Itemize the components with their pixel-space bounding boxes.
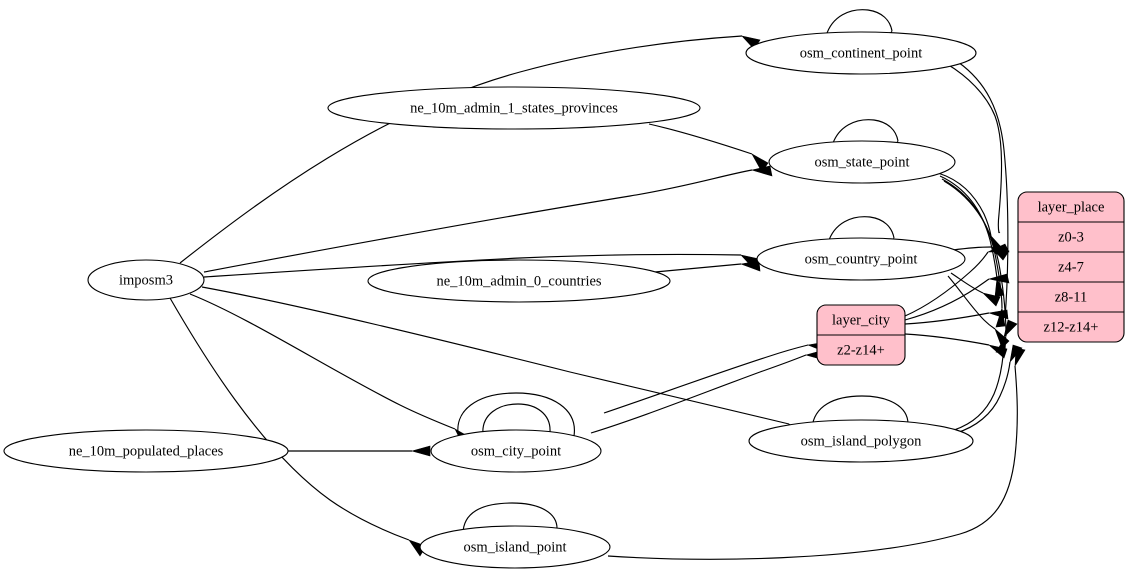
record-node-layer-city[interactable]: layer_city z2-z14+ <box>816 304 906 366</box>
node-osm-city-point[interactable]: osm_city_point <box>430 429 602 473</box>
node-label-osm-island-point: osm_island_point <box>463 539 566 555</box>
node-osm-island-point[interactable]: osm_island_point <box>419 525 611 569</box>
node-osm-island-polygon[interactable]: osm_island_polygon <box>748 419 974 463</box>
node-label-osm-city-point: osm_city_point <box>471 443 561 459</box>
edge-ne-countries-to-osm-country-point <box>654 260 761 273</box>
edge-ne-places-to-osm-city-point <box>288 445 431 457</box>
node-osm-state-point[interactable]: osm_state_point <box>768 140 956 184</box>
node-label-osm-state-point: osm_state_point <box>814 154 909 170</box>
edge-osm-continent-point-to-layer-place-z0-3 <box>946 63 1003 234</box>
edge-osm-island-point-to-layer-place-z12-z14 <box>607 347 1026 560</box>
node-imposm3[interactable]: imposm3 <box>87 259 205 301</box>
edge-ne-states-to-osm-state-point <box>648 123 769 173</box>
edge-layer-city-to-layer-place-z8-11 <box>904 309 1009 325</box>
edge-osm-island-polygon-to-layer-place-z8-11 <box>953 319 1018 431</box>
record-row-layer-place-z0-3[interactable]: z0-3 <box>1058 229 1084 245</box>
edge-osm-country-point-to-layer-place-z12-z14 <box>947 275 1010 349</box>
record-node-layer-place[interactable]: layer_place z0-3 z4-7 z8-11 z12-z14+ <box>1017 191 1125 343</box>
record-row-layer-city-title: layer_city <box>832 312 891 328</box>
node-label-osm-country-point: osm_country_point <box>805 251 918 267</box>
node-ne-10m-admin-1-states-provinces[interactable]: ne_10m_admin_1_states_provinces <box>327 86 701 130</box>
node-label-ne-states: ne_10m_admin_1_states_provinces <box>410 100 618 116</box>
record-layer: layer_place z0-3 z4-7 z8-11 z12-z14+ lay… <box>816 191 1125 366</box>
record-row-layer-city-z2-z14[interactable]: z2-z14+ <box>837 342 885 358</box>
record-row-layer-place-title: layer_place <box>1038 199 1105 215</box>
edge-layer-city-to-layer-place-z12-z14 <box>904 333 1008 359</box>
node-label-ne-countries: ne_10m_admin_0_countries <box>436 273 601 289</box>
node-label-imposm3: imposm3 <box>119 272 173 288</box>
node-label-osm-continent-point: osm_continent_point <box>800 45 922 61</box>
record-row-layer-place-z12-z14[interactable]: z12-z14+ <box>1044 319 1099 335</box>
node-osm-continent-point[interactable]: osm_continent_point <box>745 31 977 75</box>
record-row-layer-place-z4-7[interactable]: z4-7 <box>1058 259 1084 275</box>
edge-layer-city-to-layer-place-z0-3 <box>904 243 1010 317</box>
record-row-layer-place-z8-11[interactable]: z8-11 <box>1055 289 1087 305</box>
node-ne-10m-populated-places[interactable]: ne_10m_populated_places <box>3 429 289 473</box>
node-layer: imposm3 ne_10m_admin_1_states_provinces … <box>3 31 977 569</box>
node-label-ne-places: ne_10m_populated_places <box>69 443 224 459</box>
edge-layer-city-to-layer-place-z4-7 <box>904 273 1010 321</box>
edge-osm-country-point-to-layer-place-z8-11 <box>950 272 1001 307</box>
node-osm-country-point[interactable]: osm_country_point <box>756 237 966 281</box>
node-ne-10m-admin-0-countries[interactable]: ne_10m_admin_0_countries <box>367 259 671 303</box>
node-label-osm-island-polygon: osm_island_polygon <box>801 433 923 449</box>
